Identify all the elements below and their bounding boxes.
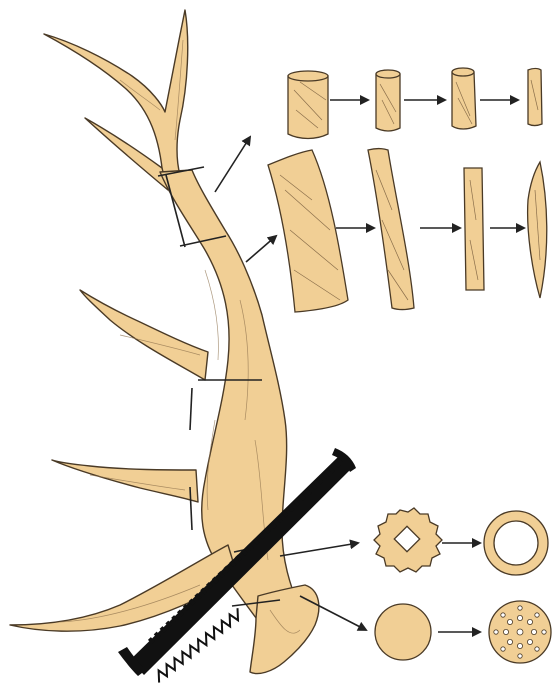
antler-icon <box>10 10 319 674</box>
stage-narrow-cylinder <box>452 68 476 129</box>
stage-perforated-disc <box>489 601 551 663</box>
stage-pointed-tool <box>528 162 547 298</box>
stage-small-peg <box>528 69 542 126</box>
stage-disc-with-square-hole <box>374 508 442 572</box>
arrow-to-square-disc <box>280 543 358 556</box>
stage-straight-rod <box>464 168 484 290</box>
stage-trimmed-cylinder <box>376 70 400 131</box>
stage-plain-disc <box>375 604 431 660</box>
arrow-to-strip <box>246 236 276 262</box>
stage-curved-blank <box>268 150 348 312</box>
stage-ring <box>484 511 548 575</box>
stage-cut-segment <box>288 71 328 139</box>
arrow-to-segment <box>215 137 250 192</box>
stage-thin-strip <box>368 149 414 310</box>
